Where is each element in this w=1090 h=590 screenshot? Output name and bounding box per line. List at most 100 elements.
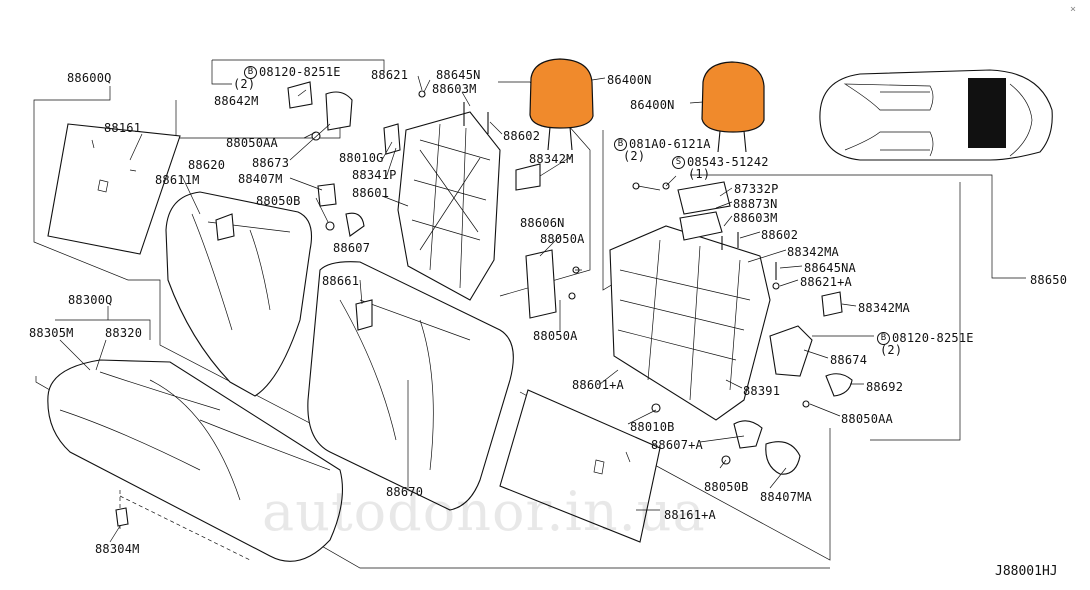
part-number: 88645NA [804, 261, 856, 275]
part-number: 88391 [743, 384, 781, 398]
part-label-88692: 88692 [866, 381, 903, 393]
frame-88650-right [690, 174, 1026, 279]
diagram-code: J88001HJ [995, 564, 1058, 579]
part-label-88606N: 88606N [520, 217, 565, 229]
watermark: autodonor.in.ua [262, 480, 706, 543]
part-number: 88673 [252, 156, 290, 170]
fastener-type-icon: B [614, 138, 627, 151]
part-number: 08120-8251E [892, 331, 974, 345]
part-number: 88304M [95, 542, 140, 556]
part-label-88674: 88674 [830, 354, 867, 366]
part-number: 87332P [734, 182, 779, 196]
part-label-88161: 88161 [104, 122, 141, 134]
part-number: 88342MA [858, 301, 910, 315]
part-label-88611M: 88611M [155, 174, 200, 186]
part-label-88602-b: 88602 [761, 229, 798, 241]
part-label-88607+A: 88607+A [651, 439, 703, 451]
part-number: 88621 [371, 68, 409, 82]
part-number: 88620 [188, 158, 226, 172]
part-number: 88873N [733, 197, 778, 211]
part-number: (2) [623, 149, 646, 163]
part-number: 88661 [322, 274, 360, 288]
part-number: 081A0-6121A [629, 137, 711, 151]
part-number: 88342M [529, 152, 574, 166]
part-label-88050B-b: 88050B [704, 481, 749, 493]
part-number: 88407M [238, 172, 283, 186]
headrest-86400N-left [529, 58, 606, 151]
part-number: 88342MA [787, 245, 839, 259]
part-number: 88607 [333, 241, 371, 255]
leader-lines [59, 75, 874, 543]
part-number: 88305M [29, 326, 74, 340]
part-label-87332P: 87332P [734, 183, 779, 195]
part-number: 88320 [105, 326, 143, 340]
part-label-88661: 88661 [322, 275, 359, 287]
part-label-86400N-b: 86400N [630, 99, 675, 111]
part-number: 88602 [503, 129, 541, 143]
part-label-88010B: 88010B [630, 421, 675, 433]
fastener-type-icon: S [672, 156, 685, 169]
part-label-88305M: 88305M [29, 327, 74, 339]
car-top-view [819, 69, 1053, 161]
part-number: (2) [880, 343, 903, 357]
part-number: 88050AA [841, 412, 893, 426]
frame-88300Q [55, 306, 151, 340]
part-label-88642M: 88642M [214, 95, 259, 107]
part-label-qty2-c: (2) [880, 344, 902, 356]
part-number: 86400N [607, 73, 652, 87]
part-label-88621+A: 88621+A [800, 276, 852, 288]
part-number: 88607+A [651, 438, 703, 452]
frame-88600Q [33, 86, 401, 471]
part-label-qty2-a: (2) [233, 78, 255, 90]
part-label-88620: 88620 [188, 159, 225, 171]
part-number: (1) [688, 167, 711, 181]
part-number: 88161 [104, 121, 142, 135]
part-number: (2) [233, 77, 256, 91]
part-label-88407MA: 88407MA [760, 491, 812, 503]
part-number: 88645N [436, 68, 481, 82]
part-label-88670: 88670 [386, 486, 423, 498]
frame-top-bracket [211, 59, 385, 85]
part-label-86400N-a: 86400N [607, 74, 652, 86]
part-label-88341P: 88341P [352, 169, 397, 181]
part-number: 88010B [630, 420, 675, 434]
part-label-88050AA-b: 88050AA [841, 413, 893, 425]
part-number: 88050B [256, 194, 301, 208]
part-number: 88050A [540, 232, 585, 246]
part-number: 88642M [214, 94, 259, 108]
part-label-88645NA: 88645NA [804, 262, 856, 274]
seatback-88620 [165, 191, 313, 397]
frame-88601 [498, 81, 591, 297]
part-number: 88407MA [760, 490, 812, 504]
part-label-88050A-a: 88050A [540, 233, 585, 245]
part-number: 88600Q [67, 71, 112, 85]
part-label-88304M: 88304M [95, 543, 140, 555]
part-label-88050A-b: 88050A [533, 330, 578, 342]
cushion-88300Q [47, 359, 343, 562]
part-number: 88601 [352, 186, 390, 200]
part-label-88650: 88650 [1030, 274, 1067, 286]
part-number: 88050AA [226, 136, 278, 150]
part-label-88603M-b: 88603M [733, 212, 778, 224]
part-label-88645N: 88645N [436, 69, 481, 81]
part-label-qty2-b: (2) [623, 150, 645, 162]
part-number: 88650 [1030, 273, 1068, 287]
part-number: 88161+A [664, 508, 716, 522]
part-number: 88300Q [68, 293, 113, 307]
part-label-88010G: 88010G [339, 152, 384, 164]
part-number: 88601+A [572, 378, 624, 392]
part-label-88600Q: 88600Q [67, 72, 112, 84]
part-label-88050AA-a: 88050AA [226, 137, 278, 149]
part-number: 88050A [533, 329, 578, 343]
part-label-88603M-a: 88603M [432, 83, 477, 95]
part-number: 88010G [339, 151, 384, 165]
part-number: 88674 [830, 353, 868, 367]
part-label-88300Q: 88300Q [68, 294, 113, 306]
fastener-type-icon: B [877, 332, 890, 345]
part-label-88342MA-a: 88342MA [787, 246, 839, 258]
part-number: 08543-51242 [687, 155, 769, 169]
